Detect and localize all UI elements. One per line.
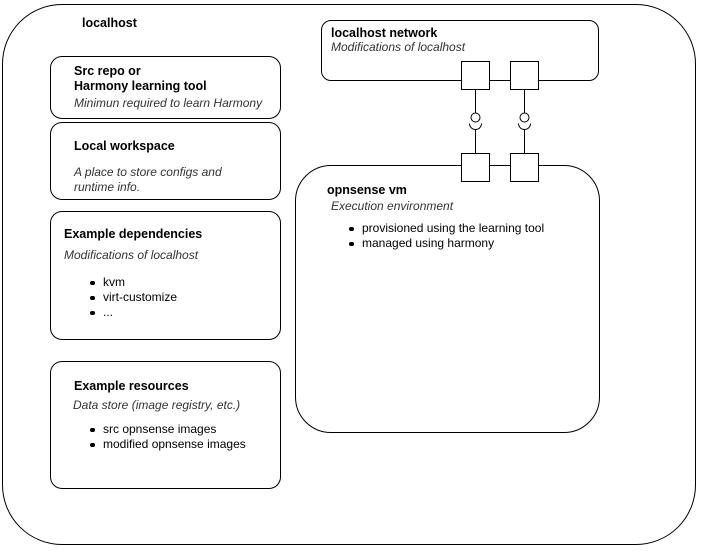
subtitle-line: A place to store configs and [74,165,222,179]
node-local-workspace: Local workspace A place to store configs… [50,122,281,200]
localhost-label: localhost [82,16,137,30]
node-example-dependencies: Example dependencies Modifications of lo… [50,211,281,340]
node-bullet-list: kvm virt-customize ... [89,275,177,320]
node-bullet-list: provisioned using the learning tool mana… [348,221,544,251]
node-title: Local workspace [74,139,175,153]
node-subtitle: Minimun required to learn Harmony [74,96,263,110]
list-item: kvm [89,275,177,290]
list-item: src opnsense images [89,422,246,437]
list-item: ... [89,305,177,320]
list-item: virt-customize [89,290,177,305]
node-subtitle: Execution environment [331,199,454,213]
node-subtitle: A place to store configs and runtime inf… [74,165,222,195]
node-localhost-network: localhost network Modifications of local… [321,20,599,81]
list-item: provisioned using the learning tool [348,221,544,236]
node-title: opnsense vm [327,183,407,197]
node-bullet-list: src opnsense images modified opnsense im… [89,422,246,452]
node-example-resources: Example resources Data store (image regi… [50,361,281,489]
node-title: Example resources [74,379,189,393]
node-subtitle: Modifications of localhost [331,40,466,54]
node-subtitle: Modifications of localhost [64,248,199,262]
node-title: localhost network [331,26,438,40]
subtitle-line: runtime info. [74,180,141,194]
title-line: Harmony learning tool [74,79,207,93]
node-opnsense-vm: opnsense vm Execution environment provis… [295,165,600,433]
node-src-repo: Src repo or Harmony learning tool Minimu… [50,56,281,119]
list-item: modified opnsense images [89,437,246,452]
title-line: Src repo or [74,64,141,78]
node-title: Example dependencies [64,227,203,241]
node-title: Src repo or Harmony learning tool [74,64,207,94]
list-item: managed using harmony [348,236,544,251]
node-subtitle: Data store (image registry, etc.) [73,398,241,412]
